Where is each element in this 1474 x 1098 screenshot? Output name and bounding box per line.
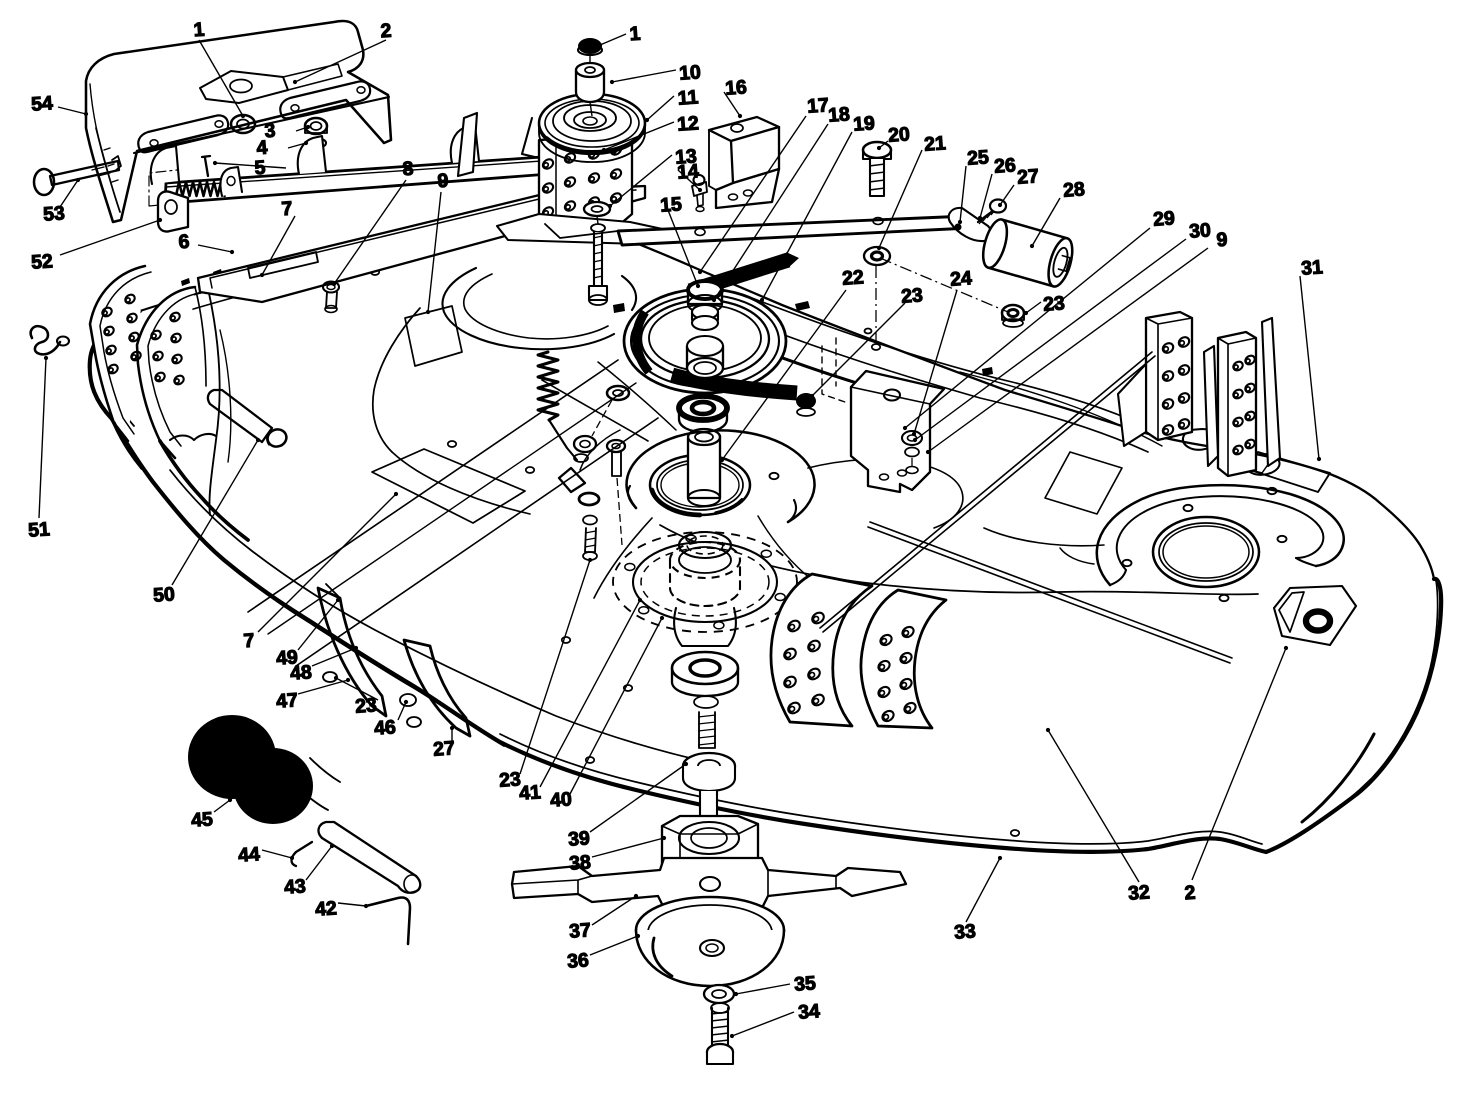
svg-text:12: 12 bbox=[676, 112, 699, 135]
svg-text:13: 13 bbox=[674, 145, 697, 168]
svg-text:33: 33 bbox=[953, 920, 976, 943]
svg-text:22: 22 bbox=[841, 266, 864, 289]
svg-text:48: 48 bbox=[289, 661, 312, 684]
svg-text:17: 17 bbox=[806, 94, 829, 117]
svg-text:50: 50 bbox=[152, 583, 175, 606]
svg-text:27: 27 bbox=[1016, 165, 1039, 188]
svg-text:46: 46 bbox=[373, 716, 396, 739]
svg-text:28: 28 bbox=[1062, 178, 1085, 201]
svg-text:29: 29 bbox=[1152, 207, 1175, 230]
svg-text:16: 16 bbox=[724, 76, 747, 99]
svg-text:20: 20 bbox=[887, 123, 910, 146]
svg-text:3: 3 bbox=[264, 120, 277, 143]
svg-text:14: 14 bbox=[676, 160, 699, 183]
svg-text:25: 25 bbox=[966, 146, 989, 169]
svg-text:18: 18 bbox=[827, 103, 850, 126]
svg-text:11: 11 bbox=[677, 86, 699, 109]
svg-text:4: 4 bbox=[256, 137, 269, 160]
svg-text:39: 39 bbox=[567, 827, 590, 850]
svg-text:7: 7 bbox=[243, 630, 255, 653]
svg-text:8: 8 bbox=[402, 158, 415, 181]
svg-text:19: 19 bbox=[852, 112, 875, 135]
svg-text:6: 6 bbox=[178, 231, 191, 254]
svg-text:53: 53 bbox=[42, 202, 65, 225]
svg-text:23: 23 bbox=[498, 768, 521, 791]
svg-text:43: 43 bbox=[283, 875, 306, 898]
svg-text:10: 10 bbox=[678, 61, 701, 84]
svg-text:31: 31 bbox=[1300, 256, 1323, 279]
svg-text:51: 51 bbox=[27, 518, 50, 541]
svg-text:47: 47 bbox=[275, 689, 298, 712]
svg-text:36: 36 bbox=[566, 949, 589, 972]
svg-text:37: 37 bbox=[568, 919, 591, 942]
svg-text:23: 23 bbox=[1042, 292, 1065, 315]
svg-text:21: 21 bbox=[923, 132, 946, 155]
svg-text:23: 23 bbox=[900, 284, 923, 307]
svg-text:23: 23 bbox=[354, 694, 377, 717]
svg-text:1: 1 bbox=[193, 19, 206, 42]
svg-text:2: 2 bbox=[1184, 882, 1197, 905]
svg-text:38: 38 bbox=[568, 851, 591, 874]
svg-text:32: 32 bbox=[1127, 881, 1150, 904]
svg-text:34: 34 bbox=[797, 1000, 820, 1023]
svg-text:7: 7 bbox=[281, 198, 293, 221]
svg-text:44: 44 bbox=[237, 843, 260, 866]
svg-text:30: 30 bbox=[1188, 219, 1211, 242]
svg-text:41: 41 bbox=[518, 781, 541, 804]
svg-text:9: 9 bbox=[437, 170, 450, 193]
svg-text:2: 2 bbox=[380, 20, 393, 43]
svg-text:15: 15 bbox=[659, 193, 682, 216]
svg-text:54: 54 bbox=[30, 92, 53, 115]
svg-text:40: 40 bbox=[549, 788, 572, 811]
svg-text:1: 1 bbox=[629, 23, 642, 46]
svg-text:9: 9 bbox=[1216, 229, 1229, 252]
svg-text:45: 45 bbox=[190, 808, 213, 831]
svg-text:27: 27 bbox=[432, 737, 455, 760]
svg-text:42: 42 bbox=[314, 897, 337, 920]
svg-text:24: 24 bbox=[949, 267, 972, 290]
svg-text:52: 52 bbox=[30, 250, 53, 273]
svg-text:26: 26 bbox=[993, 154, 1016, 177]
svg-text:49: 49 bbox=[275, 646, 298, 669]
svg-text:35: 35 bbox=[793, 972, 816, 995]
svg-text:5: 5 bbox=[254, 157, 267, 180]
